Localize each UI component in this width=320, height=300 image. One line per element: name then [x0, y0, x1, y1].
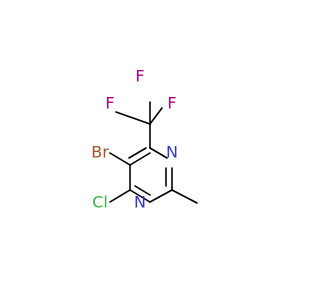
- bond-n3-c4: [149, 147, 168, 159]
- bond-cf3-f-left: [115, 111, 151, 125]
- bond-c6-n1-double: [134, 185, 151, 196]
- atom-br: Br: [91, 143, 109, 162]
- structure-canvas: F F F Br Cl N N: [91, 66, 198, 212]
- atom-f-left: F: [105, 94, 114, 113]
- atom-n-upper: N: [166, 143, 178, 162]
- atom-f-top: F: [135, 67, 144, 86]
- bond-c6-cl: [109, 189, 131, 203]
- bond-c6-n1: [129, 189, 151, 203]
- bond-c5-br: [109, 152, 131, 166]
- molecule-drawing: F F F Br Cl N N: [91, 67, 198, 212]
- bond-n1-c2: [149, 189, 173, 203]
- bond-c5-c4-double: [128, 147, 147, 159]
- atom-f-right: F: [167, 94, 176, 113]
- atom-cl: Cl: [92, 193, 108, 212]
- bond-c2-methyl: [171, 189, 198, 204]
- bond-cf3-f-right: [149, 107, 163, 125]
- bond-group: [109, 101, 198, 204]
- bond-c5-c4: [129, 152, 151, 166]
- atom-n-lower: N: [134, 193, 146, 212]
